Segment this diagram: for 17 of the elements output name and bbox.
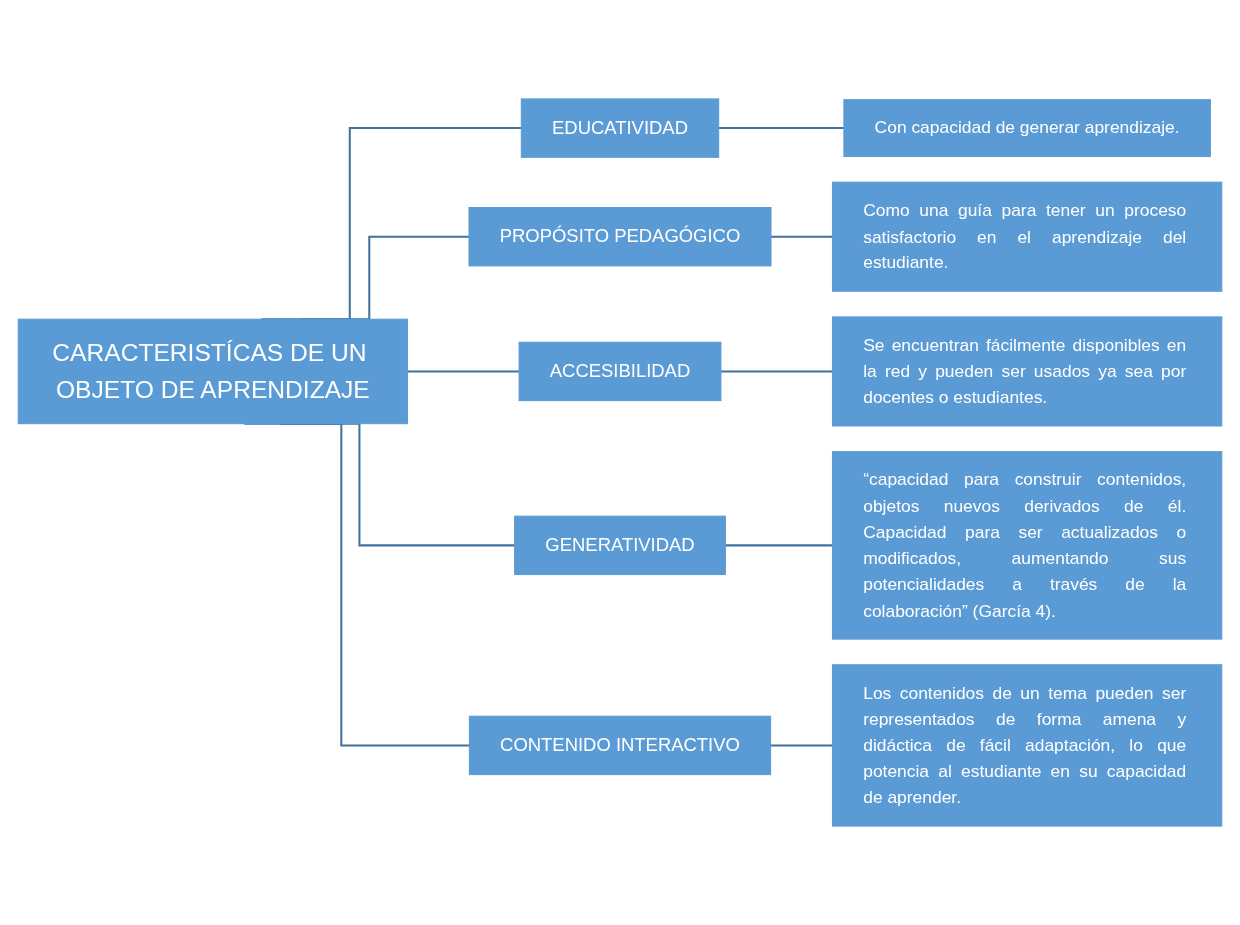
node-box: Con capacidad de generar aprendizaje. <box>843 99 1211 158</box>
connector <box>770 744 833 747</box>
connector <box>407 370 520 373</box>
connector <box>718 127 844 130</box>
node-box: Se encuentran fácilmente disponibles en la red y pueden ser usados ya sea por docentes o estudiantes. <box>831 316 1223 427</box>
node-box: PROPÓSITO PEDAGÓGICO <box>468 207 772 267</box>
node-box: GENERATIVIDAD <box>514 515 726 576</box>
connector <box>771 235 833 238</box>
node-box: CARACTERISTÍCAS DE UN OBJETO DE APRENDIZAJE <box>17 318 409 425</box>
connector <box>720 370 833 373</box>
node-box: Como una guía para tener un proceso satisfactorio en el aprendizaje del estudiante. <box>831 181 1223 292</box>
node-box: CONTENIDO INTERACTIVO <box>468 715 772 776</box>
node-box: ACCESIBILIDAD <box>518 341 722 402</box>
node-box: Los contenidos de un tema pueden ser representados de forma amena y didáctica de fácil adaptación, lo que potencia al estudiante en su capacidad de aprender. <box>831 664 1223 827</box>
node-box: EDUCATIVIDAD <box>520 98 720 158</box>
node-box: “capacidad para construir contenidos, objetos nuevos derivados de él. Capacidad para ser actualizados o modificados, aumentando sus potencialidades a través de la colaboración” (García 4). <box>831 451 1223 640</box>
connector <box>725 544 833 547</box>
